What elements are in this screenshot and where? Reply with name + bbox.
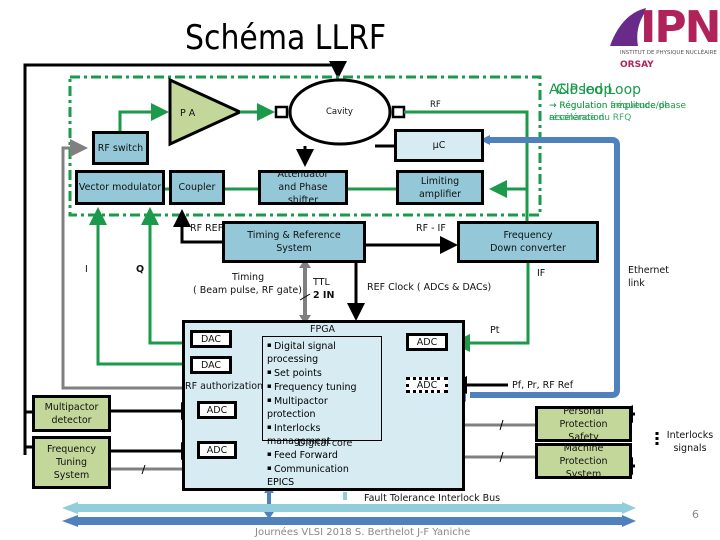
adc-block[interactable]: ADC: [406, 377, 448, 393]
frequency-down-converter-label: Frequency Down converter: [490, 230, 566, 254]
logo-mark-icon: [610, 8, 646, 46]
loop-desc-a-line2: accélération: [549, 113, 605, 123]
adc-block[interactable]: ADC: [197, 441, 237, 459]
vector-modulator-label: Vector modulator: [78, 182, 162, 193]
coupler-block[interactable]: Coupler: [169, 170, 225, 205]
ethernet-label: Ethernet link: [628, 265, 669, 289]
fault-bus-label: Fault Tolerance Interlock Bus: [364, 493, 501, 504]
cavity-port-left: [274, 105, 289, 119]
frequency-tuning-block[interactable]: Frequency Tuning System: [32, 436, 111, 489]
rf-if-label: RF - IF: [416, 223, 446, 234]
dac-block[interactable]: DAC: [190, 330, 232, 348]
limiting-amplifier-label: Limiting amplifier: [418, 175, 462, 200]
personal-protection-block[interactable]: Personal Protection Safety: [535, 405, 632, 443]
coupler-label: Coupler: [178, 182, 216, 193]
footer-credit: Journées VLSI 2018 S. Berthelot J-F Yani…: [255, 527, 471, 538]
loop-desc-b-line2: résonance du RFQ: [549, 113, 632, 123]
adc-block[interactable]: ADC: [197, 401, 237, 419]
dac-label: DAC: [200, 333, 222, 345]
logo-location: ORSAY: [620, 60, 654, 70]
multipactor-bus-line: [25, 410, 33, 449]
cavity-label: Cavity: [326, 107, 353, 117]
page-number: 6: [692, 508, 699, 521]
rf-label: RF: [430, 100, 441, 110]
rf-switch-block[interactable]: RF switch: [92, 131, 149, 165]
pa-amplifier-shape: [168, 77, 244, 147]
frequency-tuning-label: Frequency Tuning System: [46, 444, 97, 481]
ipn-logo: IPN INSTITUT DE PHYSIQUE NUCLÉAIRE ORSAY: [608, 2, 720, 76]
fpga-function-item: Frequency tuning: [267, 380, 377, 394]
attenuator-label: Attenuator and Phase shifter: [277, 169, 329, 206]
personal-protection-label: Personal Protection Safety: [559, 405, 608, 443]
adc-label: ADC: [416, 379, 438, 391]
outer-feedback-line: [23, 61, 347, 455]
page-title: Schéma LLRF: [185, 18, 387, 58]
frequency-down-converter-block[interactable]: Frequency Down converter: [457, 221, 599, 263]
uc-block[interactable]: µC: [394, 129, 484, 162]
fpga-function-item: Feed Forward: [267, 448, 377, 462]
loop-desc-b-line1: → Régulation fréquence de: [549, 101, 670, 111]
interlocks-label: Interlocks signals: [666, 430, 714, 454]
vector-modulator-block[interactable]: Vector modulator: [75, 170, 165, 205]
fpga-title: FPGA: [310, 324, 336, 335]
ethernet-link-line: [470, 137, 620, 398]
cavity-port-right: [391, 105, 406, 119]
machine-protection-label: Machine Protection System: [559, 442, 608, 480]
timing-reference-label: Timing & Reference System: [247, 230, 341, 254]
pt-label: Pt: [490, 325, 500, 336]
i-label: I: [85, 264, 88, 275]
pa-label: P A: [180, 108, 196, 119]
ref-clock-label: REF Clock ( ADCs & DACs): [367, 282, 492, 293]
digital-core-label: Digital core: [298, 438, 353, 449]
fpga-function-item: Interlocks management: [267, 421, 377, 448]
loop-heading-b: Closed Loop: [556, 82, 642, 98]
multipactor-detector-label: Multipactor detector: [44, 401, 99, 426]
fpga-function-item: Communication EPICS: [267, 462, 377, 489]
q-label: Q: [136, 264, 145, 275]
attenuator-block[interactable]: Attenuator and Phase shifter: [258, 169, 348, 206]
timing-detail-label: ( Beam pulse, RF gate): [193, 285, 302, 296]
loop-heading-a: A&P loop: [549, 82, 613, 98]
cavity-shape: [288, 78, 392, 146]
adc-label: ADC: [206, 404, 228, 416]
ttl-in-label: 2 IN: [313, 290, 335, 301]
timing-reference-block[interactable]: Timing & Reference System: [222, 221, 366, 263]
uc-label: µC: [432, 140, 446, 151]
logo-subtitle: INSTITUT DE PHYSIQUE NUCLÉAIRE: [620, 50, 717, 56]
logo-text: IPN: [640, 2, 720, 53]
dac-block[interactable]: DAC: [190, 356, 232, 374]
digital-core-panel: Digital signal processing Set points Fre…: [262, 336, 382, 488]
multipactor-detector-block[interactable]: Multipactor detector: [32, 395, 111, 432]
rf-authorization-label: RF authorization: [185, 381, 264, 392]
timing-label: Timing: [232, 272, 265, 283]
fpga-function-item: Multipactor protection: [267, 394, 377, 421]
fpga-function-item: Set points: [267, 366, 377, 380]
pf-pr-label: Pf, Pr, RF Ref: [512, 380, 574, 391]
limiting-amplifier-block[interactable]: Limiting amplifier: [396, 170, 484, 205]
rf-switch-label: RF switch: [97, 142, 144, 154]
adc-label: ADC: [416, 336, 438, 348]
machine-protection-block[interactable]: Machine Protection System: [535, 442, 632, 480]
dac-label: DAC: [200, 359, 222, 371]
ttl-label: TTL: [313, 277, 330, 288]
fpga-functions-list: Digital signal processing Set points Fre…: [267, 339, 377, 489]
adc-label: ADC: [206, 444, 228, 456]
loop-desc-a-line1: → Régulation amplitude/phase: [549, 101, 686, 111]
if-label: IF: [537, 268, 546, 279]
fault-tolerance-bus: [62, 502, 636, 527]
adc-block[interactable]: ADC: [406, 333, 448, 351]
fpga-function-item: Digital signal processing: [267, 339, 377, 366]
rf-ref-label: RF REF: [190, 223, 224, 234]
